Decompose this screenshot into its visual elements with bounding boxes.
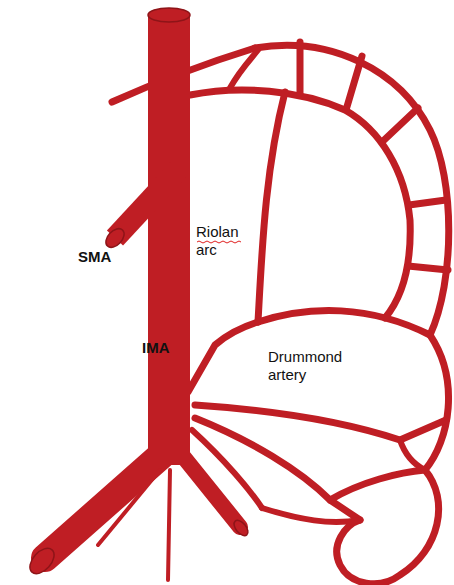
marginal-arcade (255, 45, 449, 583)
artery-label: Drummond artery (268, 348, 350, 384)
inner-arcade (190, 90, 410, 318)
arcade-link (382, 108, 418, 142)
sacral-branch (98, 470, 160, 545)
iliac-end (25, 544, 58, 578)
ima-branch (188, 322, 258, 392)
artery-label: Riolan arc (196, 223, 246, 259)
arcade-link (409, 200, 446, 205)
arcade-link (297, 42, 304, 93)
aorta-top (148, 8, 190, 22)
arcade-link (408, 266, 448, 270)
arcade-link (230, 50, 258, 88)
artery-label: SMA (78, 248, 138, 266)
sma-stub (115, 170, 178, 238)
sacral-branch (168, 470, 170, 580)
arcade-link (346, 56, 362, 110)
sigmoid-arcade (400, 440, 425, 470)
rectal-branch (192, 430, 262, 508)
sigmoid-arcade (330, 470, 425, 500)
artery-label: IMA (142, 339, 186, 357)
iliac-end (231, 518, 250, 538)
sma-end (102, 225, 127, 251)
riolan-arc (258, 92, 285, 322)
sigmoid-branch (195, 418, 360, 520)
rectal-arcade (262, 508, 360, 522)
left-iliac (45, 452, 165, 558)
drummond-limb (258, 311, 430, 335)
aorta (148, 15, 190, 465)
